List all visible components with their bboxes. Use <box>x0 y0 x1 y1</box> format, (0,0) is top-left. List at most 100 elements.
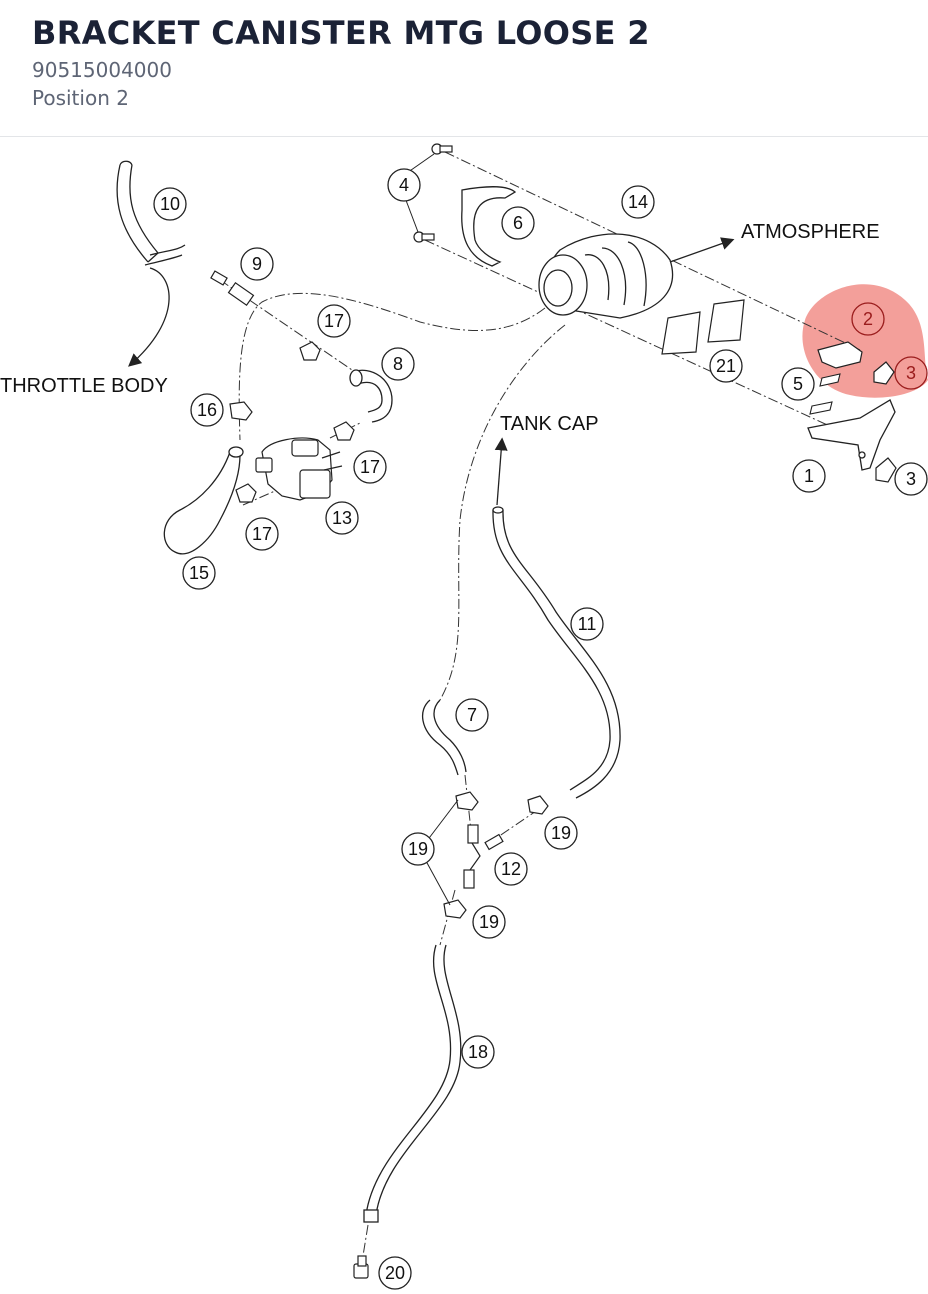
callout-circle[interactable] <box>621 185 655 219</box>
callout-number: 20 <box>385 1263 405 1283</box>
callout-circle[interactable] <box>455 698 489 732</box>
callout-3[interactable]: 3 <box>894 356 928 390</box>
assembly-line <box>238 292 546 441</box>
hose-8 <box>349 369 393 423</box>
callout-7[interactable]: 7 <box>455 698 489 732</box>
assembly-line <box>329 421 363 439</box>
callout-number: 11 <box>578 614 597 634</box>
callout-11[interactable]: 11 <box>570 607 604 641</box>
flow-arrow-throttle <box>128 267 170 367</box>
callout-18[interactable]: 18 <box>461 1035 495 1069</box>
callout-circle[interactable] <box>240 247 274 281</box>
bracket-1 <box>807 399 896 471</box>
clip-17 <box>299 341 321 361</box>
tee-fitting-12 <box>463 824 504 889</box>
callout-circle[interactable] <box>325 501 359 535</box>
callout-circle[interactable] <box>381 347 415 381</box>
callout-circle[interactable] <box>461 1035 495 1069</box>
callout-circle[interactable] <box>781 367 815 401</box>
callout-circle[interactable] <box>894 356 928 390</box>
tank-cap-label: TANK CAP <box>500 413 599 435</box>
callout-circle[interactable] <box>387 168 421 202</box>
canister-14 <box>538 233 674 319</box>
callout-circle[interactable] <box>153 187 187 221</box>
callout-4[interactable]: 4 <box>387 168 421 202</box>
callout-circle[interactable] <box>894 462 928 496</box>
callout-number: 12 <box>501 859 521 879</box>
callout-number: 4 <box>399 175 409 195</box>
callout-circle[interactable] <box>190 393 224 427</box>
callout-circle[interactable] <box>353 450 387 484</box>
callout-14[interactable]: 14 <box>621 185 655 219</box>
callout-6[interactable]: 6 <box>501 206 535 240</box>
assembly-line <box>242 479 301 506</box>
callout-15[interactable]: 15 <box>182 556 216 590</box>
callout-circle[interactable] <box>544 816 578 850</box>
callout-10[interactable]: 10 <box>153 187 187 221</box>
callout-number: 19 <box>479 912 499 932</box>
clip-19 <box>443 791 549 919</box>
callout-circle[interactable] <box>317 304 351 338</box>
callout-19[interactable]: 19 <box>544 816 578 850</box>
purge-valve-13 <box>255 437 343 501</box>
callout-17[interactable]: 17 <box>317 304 351 338</box>
callout-number: 15 <box>189 563 209 583</box>
callout-17[interactable]: 17 <box>245 517 279 551</box>
callout-group: 1233456789101112131415161717171819191920… <box>153 168 928 1290</box>
callout-number: 17 <box>324 311 344 331</box>
callout-circle[interactable] <box>570 607 604 641</box>
part-number: 90515004000 <box>32 58 172 82</box>
callout-9[interactable]: 9 <box>240 247 274 281</box>
callout-17[interactable]: 17 <box>353 450 387 484</box>
callout-19[interactable]: 19 <box>472 905 506 939</box>
hose-7 <box>421 699 467 776</box>
callout-8[interactable]: 8 <box>381 347 415 381</box>
callout-circle[interactable] <box>182 556 216 590</box>
callout-number: 19 <box>408 839 428 859</box>
callout-number: 3 <box>906 469 916 489</box>
hose-15 <box>163 446 244 555</box>
clip-17 <box>333 421 355 441</box>
callout-circle[interactable] <box>472 905 506 939</box>
callout-3[interactable]: 3 <box>894 462 928 496</box>
callout-1[interactable]: 1 <box>792 459 826 493</box>
callout-12[interactable]: 12 <box>494 852 528 886</box>
callout-number: 6 <box>513 213 523 233</box>
assembly-line <box>439 324 566 701</box>
callout-circle[interactable] <box>401 832 435 866</box>
callout-13[interactable]: 13 <box>325 501 359 535</box>
hose-10 <box>116 160 186 266</box>
clip-17 <box>235 483 257 503</box>
callout-16[interactable]: 16 <box>190 393 224 427</box>
callout-number: 7 <box>467 705 477 725</box>
callout-20[interactable]: 20 <box>378 1256 412 1290</box>
callout-circle[interactable] <box>245 517 279 551</box>
part-position: Position 2 <box>32 86 129 110</box>
screw-4 <box>413 143 453 243</box>
callout-number: 9 <box>252 254 262 274</box>
callout-number: 10 <box>160 194 180 214</box>
callout-circle[interactable] <box>501 206 535 240</box>
callout-circle[interactable] <box>851 302 885 336</box>
highlight-region <box>802 284 928 398</box>
callout-number: 16 <box>197 400 217 420</box>
callout-number: 5 <box>793 374 803 394</box>
callout-circle[interactable] <box>709 349 743 383</box>
callout-21[interactable]: 21 <box>709 349 743 383</box>
page-header: BRACKET CANISTER MTG LOOSE 2 90515004000… <box>0 0 928 137</box>
callout-circle[interactable] <box>494 852 528 886</box>
throttle-body-label: THROTTLE BODY <box>0 375 168 397</box>
pads-5 <box>809 373 841 415</box>
callout-19[interactable]: 19 <box>401 832 435 866</box>
callout-number: 18 <box>468 1042 488 1062</box>
callout-2[interactable]: 2 <box>851 302 885 336</box>
callout-5[interactable]: 5 <box>781 367 815 401</box>
callout-number: 17 <box>360 457 380 477</box>
callout-number: 8 <box>393 354 403 374</box>
flow-arrow-atmosphere <box>669 237 735 263</box>
callout-circle[interactable] <box>792 459 826 493</box>
callout-circle[interactable] <box>378 1256 412 1290</box>
bracket-2 <box>817 341 863 369</box>
clip-16 <box>229 401 253 421</box>
